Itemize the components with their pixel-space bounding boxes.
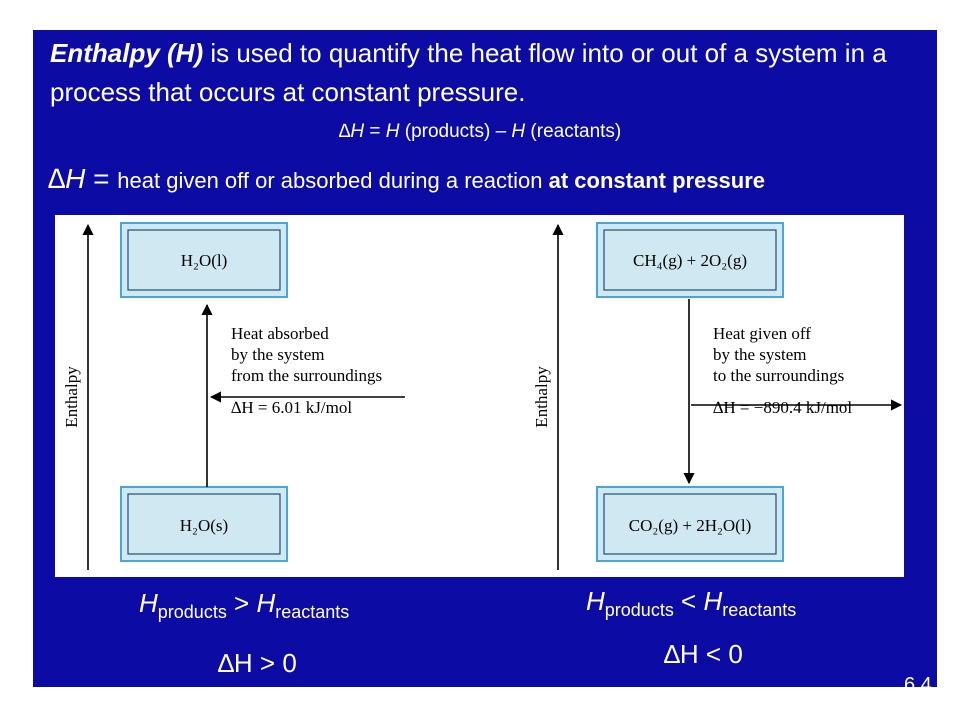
caption-left-inequality: Hproducts > Hreactants <box>139 588 349 623</box>
left-note-3: from the surroundings <box>231 366 382 385</box>
left-top-inner-box <box>127 229 281 291</box>
left-note-4: ∆H = 6.01 kJ/mol <box>231 398 352 417</box>
right-bottom-box <box>596 486 784 562</box>
caption-right-inequality: Hproducts < Hreactants <box>586 586 796 621</box>
right-top-inner-box <box>603 229 777 291</box>
caption-left-h1: H <box>139 588 158 618</box>
caption-left-delta: ∆H > 0 <box>218 648 297 678</box>
caption-left-operator: > <box>226 588 257 618</box>
delta-h-symbol: ∆H <box>338 121 365 142</box>
delta-h-meaning: ∆H = heat given off or absorbed during a… <box>48 163 765 195</box>
h-products-symbol: H <box>385 121 400 142</box>
right-axis-label: Enthalpy <box>532 366 551 428</box>
delta-h-label: ∆H <box>48 163 86 194</box>
constant-pressure-text: at constant pressure <box>548 168 766 193</box>
delta-h-definition: ∆H = H (products) – H (reactants) <box>0 121 960 143</box>
left-axis-label: Enthalpy <box>62 366 81 428</box>
right-note-1: Heat given off <box>713 324 811 343</box>
right-top-box <box>596 222 784 298</box>
h-reactants-symbol: H <box>511 121 526 142</box>
caption-right-delta: ∆H < 0 <box>664 639 743 669</box>
left-top-box <box>120 222 288 298</box>
right-bottom-inner-box <box>603 493 777 555</box>
left-top-formula: H₂O(l) <box>181 251 228 270</box>
left-bottom-formula: H₂O(s) <box>180 516 228 535</box>
intro-term: Enthalpy (H) <box>50 38 204 68</box>
left-note-2: by the system <box>231 345 325 364</box>
page-number: 6.4 <box>904 674 932 696</box>
caption-right-sub1: products <box>604 600 674 620</box>
right-top-formula: CH₄(g) + 2O₂(g) <box>633 251 747 270</box>
caption-right-h1: H <box>586 586 605 616</box>
equals-sign: = <box>364 121 386 142</box>
left-bottom-inner-box <box>127 493 281 555</box>
left-note-1: Heat absorbed <box>231 324 329 343</box>
caption-left-sub1: products <box>157 602 227 622</box>
meaning-text: heat given off or absorbed during a reac… <box>117 168 549 193</box>
right-bottom-formula: CO₂(g) + 2H₂O(l) <box>629 516 751 535</box>
caption-right-sub2: reactants <box>722 600 797 620</box>
products-text: (products) – <box>399 121 512 142</box>
intro-text: Enthalpy (H) is used to quantify the hea… <box>50 34 930 112</box>
intro-body: is used to quantify the heat flow into o… <box>50 38 887 107</box>
caption-left-sub2: reactants <box>275 602 350 622</box>
caption-right-h2: H <box>703 586 723 616</box>
reactants-text: (reactants) <box>525 121 622 142</box>
left-bottom-box <box>120 486 288 562</box>
caption-left-h2: H <box>256 588 276 618</box>
equals: = <box>85 163 118 194</box>
enthalpy-diagram: Enthalpy H₂O(l) H₂O(s) Heat absorbed by … <box>55 215 904 577</box>
right-note-2: by the system <box>713 345 807 364</box>
right-note-4: ∆H = −890.4 kJ/mol <box>713 398 852 417</box>
caption-right-operator: < <box>673 586 704 616</box>
right-note-3: to the surroundings <box>713 366 844 385</box>
